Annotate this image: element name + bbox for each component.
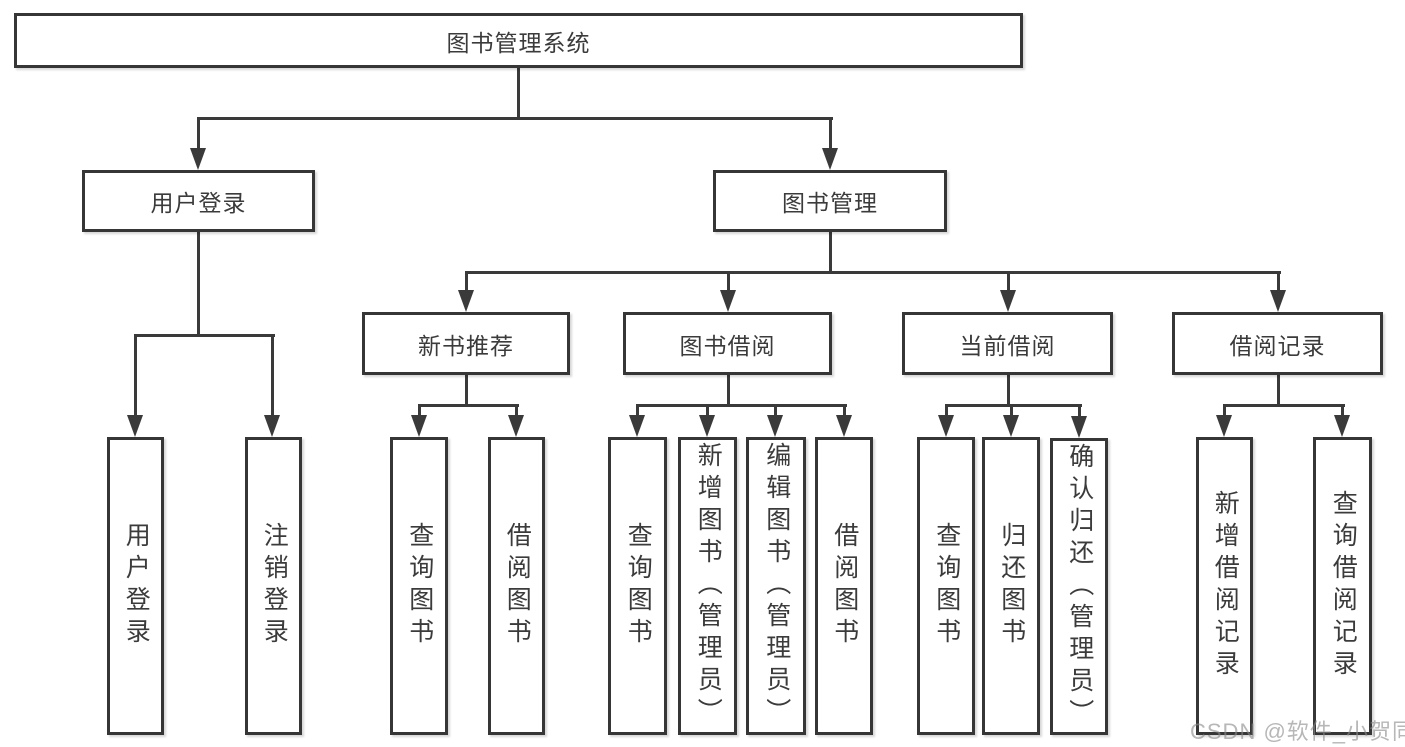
- node-label-leaf-borrow-books-a: 借阅图书: [503, 522, 532, 650]
- node-label-book-management: 图书管理: [782, 190, 878, 216]
- arrow-shaft: [1341, 404, 1344, 419]
- arrow-down-icon: [458, 290, 474, 312]
- arrow-shaft: [1010, 404, 1013, 419]
- arrow-down-icon: [629, 415, 645, 437]
- node-new-book-recommend: 新书推荐: [362, 312, 570, 375]
- arrow-down-icon: [699, 415, 715, 437]
- arrow-down-icon: [720, 290, 736, 312]
- node-root: 图书管理系统: [14, 13, 1023, 68]
- arrow-shaft: [706, 404, 709, 419]
- arrow-shaft: [418, 404, 421, 419]
- arrow-shaft: [945, 404, 948, 419]
- node-label-leaf-logout: 注销登录: [260, 522, 289, 650]
- node-label-book-borrowing: 图书借阅: [679, 332, 776, 359]
- arrow-shaft: [1007, 271, 1010, 294]
- node-label-leaf-query-books-b: 查询图书: [624, 522, 653, 650]
- arrow-down-icon: [1003, 415, 1019, 437]
- node-leaf-add-book-admin: 新增图书（管理员）: [678, 437, 737, 735]
- node-label-leaf-query-borrow-record: 查询借阅记录: [1329, 490, 1358, 682]
- node-leaf-borrow-books-a: 借阅图书: [488, 437, 545, 735]
- node-current-borrowing: 当前借阅: [902, 312, 1113, 375]
- connector-line: [636, 404, 847, 407]
- arrow-down-icon: [1270, 290, 1286, 312]
- arrow-down-icon: [938, 415, 954, 437]
- connector-line: [465, 271, 1281, 274]
- connector-line: [134, 334, 275, 337]
- arrow-down-icon: [508, 415, 524, 437]
- node-label-leaf-borrow-books-b: 借阅图书: [830, 522, 859, 650]
- arrow-shaft: [465, 271, 468, 294]
- connector-line: [465, 375, 468, 407]
- node-label-borrowing-records: 借阅记录: [1229, 332, 1326, 359]
- connector-line: [727, 375, 730, 407]
- arrow-shaft: [843, 404, 846, 419]
- arrow-down-icon: [822, 148, 838, 170]
- node-leaf-edit-book-admin: 编辑图书（管理员）: [746, 437, 806, 735]
- node-leaf-query-books-b: 查询图书: [608, 437, 667, 735]
- node-label-leaf-return-books: 归还图书: [997, 522, 1026, 650]
- arrow-down-icon: [127, 415, 143, 437]
- connector-line: [1277, 375, 1280, 407]
- arrow-down-icon: [1071, 416, 1087, 438]
- node-leaf-logout: 注销登录: [245, 437, 302, 735]
- connector-line: [829, 232, 832, 274]
- connector-line: [1223, 404, 1345, 407]
- node-leaf-query-borrow-record: 查询借阅记录: [1313, 437, 1372, 735]
- csdn-watermark: CSDN @软件_小贺同学: [1190, 719, 1405, 744]
- node-leaf-query-books-a: 查询图书: [390, 437, 448, 735]
- connector-line: [1007, 375, 1010, 407]
- node-label-leaf-query-books-a: 查询图书: [405, 522, 434, 650]
- arrow-shaft: [1223, 404, 1226, 419]
- arrow-shaft: [134, 334, 137, 419]
- node-leaf-borrow-books-b: 借阅图书: [815, 437, 873, 735]
- node-book-borrowing: 图书借阅: [623, 312, 832, 375]
- node-leaf-return-books: 归还图书: [982, 437, 1040, 735]
- node-label-leaf-query-books-c: 查询图书: [932, 522, 961, 650]
- arrow-shaft: [829, 117, 832, 152]
- node-label-user-login: 用户登录: [150, 190, 247, 216]
- node-leaf-user-login: 用户登录: [107, 437, 164, 735]
- node-label-leaf-edit-book-admin: 编辑图书（管理员）: [762, 442, 791, 730]
- node-label-leaf-confirm-return-admin: 确认归还（管理员）: [1065, 442, 1094, 731]
- node-label-root: 图书管理系统: [446, 29, 591, 56]
- connector-line: [197, 117, 833, 120]
- connector-line: [945, 404, 1082, 407]
- node-leaf-confirm-return-admin: 确认归还（管理员）: [1050, 438, 1108, 735]
- connector-line: [197, 232, 200, 337]
- arrow-shaft: [271, 334, 274, 419]
- arrow-shaft: [1078, 404, 1081, 420]
- arrow-down-icon: [1216, 415, 1232, 437]
- node-label-leaf-add-book-admin: 新增图书（管理员）: [694, 442, 723, 730]
- arrow-down-icon: [190, 148, 206, 170]
- arrow-shaft: [774, 404, 777, 419]
- arrow-shaft: [1277, 271, 1280, 294]
- arrow-down-icon: [1334, 415, 1350, 437]
- node-leaf-query-books-c: 查询图书: [917, 437, 975, 735]
- node-label-leaf-user-login: 用户登录: [122, 522, 151, 650]
- arrow-shaft: [515, 404, 518, 419]
- node-borrowing-records: 借阅记录: [1172, 312, 1383, 375]
- arrow-down-icon: [264, 415, 280, 437]
- arrow-down-icon: [767, 415, 783, 437]
- arrow-down-icon: [1000, 290, 1016, 312]
- node-label-new-book-recommend: 新书推荐: [418, 332, 514, 359]
- node-label-leaf-add-borrow-record: 新增借阅记录: [1211, 490, 1240, 682]
- connector-line: [517, 68, 520, 119]
- node-user-login: 用户登录: [82, 170, 315, 232]
- arrow-down-icon: [836, 415, 852, 437]
- connector-line: [418, 404, 519, 407]
- node-book-management: 图书管理: [713, 170, 947, 232]
- arrow-down-icon: [411, 415, 427, 437]
- arrow-shaft: [727, 271, 730, 294]
- node-label-current-borrowing: 当前借阅: [959, 332, 1056, 359]
- arrow-shaft: [197, 117, 200, 152]
- node-leaf-add-borrow-record: 新增借阅记录: [1196, 437, 1253, 735]
- arrow-shaft: [636, 404, 639, 419]
